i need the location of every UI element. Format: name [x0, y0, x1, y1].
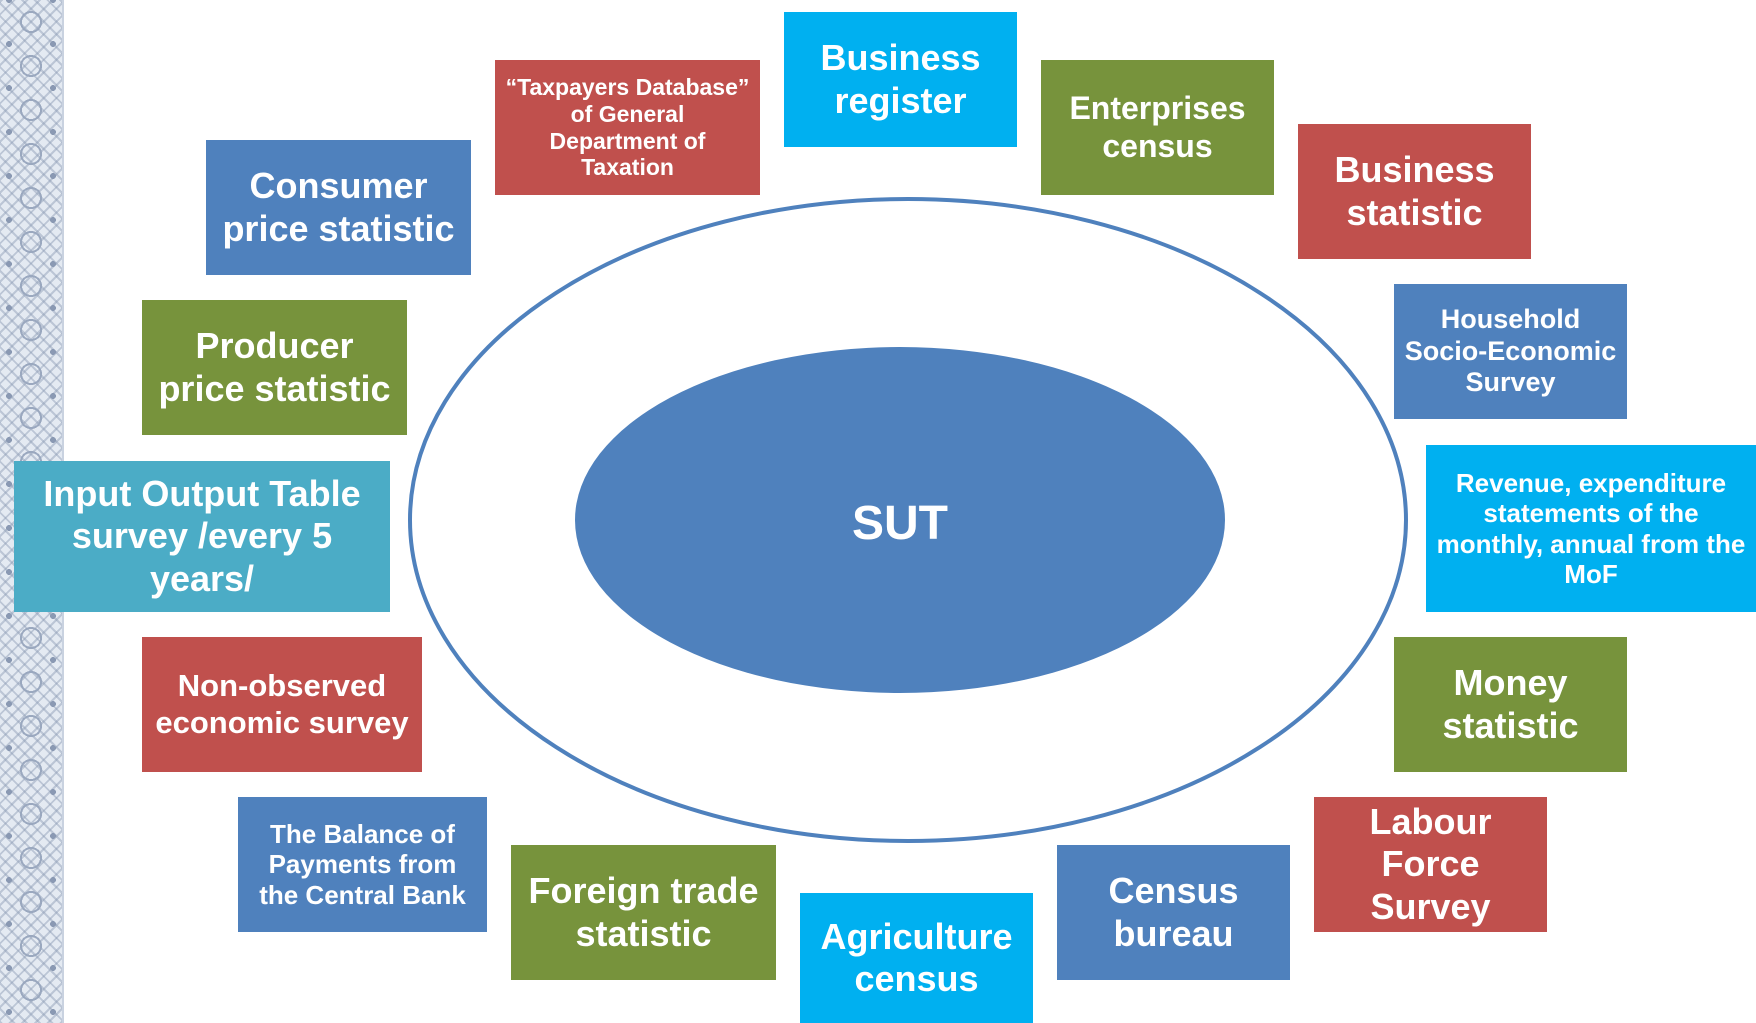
box-consumer-price-statistic: Consumer price statistic: [206, 140, 471, 275]
box-labour-force-survey: Labour Force Survey: [1314, 797, 1547, 932]
sut-label: SUT: [852, 496, 948, 550]
outer-ring: [408, 197, 1408, 843]
box-foreign-trade-statistic: Foreign trade statistic: [511, 845, 776, 980]
box-balance-of-payments: The Balance of Payments from the Central…: [238, 797, 487, 932]
box-business-statistic: Business statistic: [1298, 124, 1531, 259]
box-household-survey: Household Socio-Economic Survey: [1394, 284, 1627, 419]
box-input-output-table: Input Output Table survey /every 5 years…: [14, 461, 390, 612]
box-census-bureau: Census bureau: [1057, 845, 1290, 980]
box-money-statistic: Money statistic: [1394, 637, 1627, 772]
sut-ellipse: [575, 347, 1225, 693]
box-business-register: Business register: [784, 12, 1017, 147]
box-revenue-statements: Revenue, expenditure statements of the m…: [1426, 445, 1756, 612]
box-non-observed-survey: Non-observed economic survey: [142, 637, 422, 772]
box-agriculture-census: Agriculture census: [800, 893, 1033, 1023]
box-producer-price-statistic: Producer price statistic: [142, 300, 407, 435]
box-enterprises-census: Enterprises census: [1041, 60, 1274, 195]
box-taxpayers-database: “Taxpayers Database” of General Departme…: [495, 60, 760, 195]
